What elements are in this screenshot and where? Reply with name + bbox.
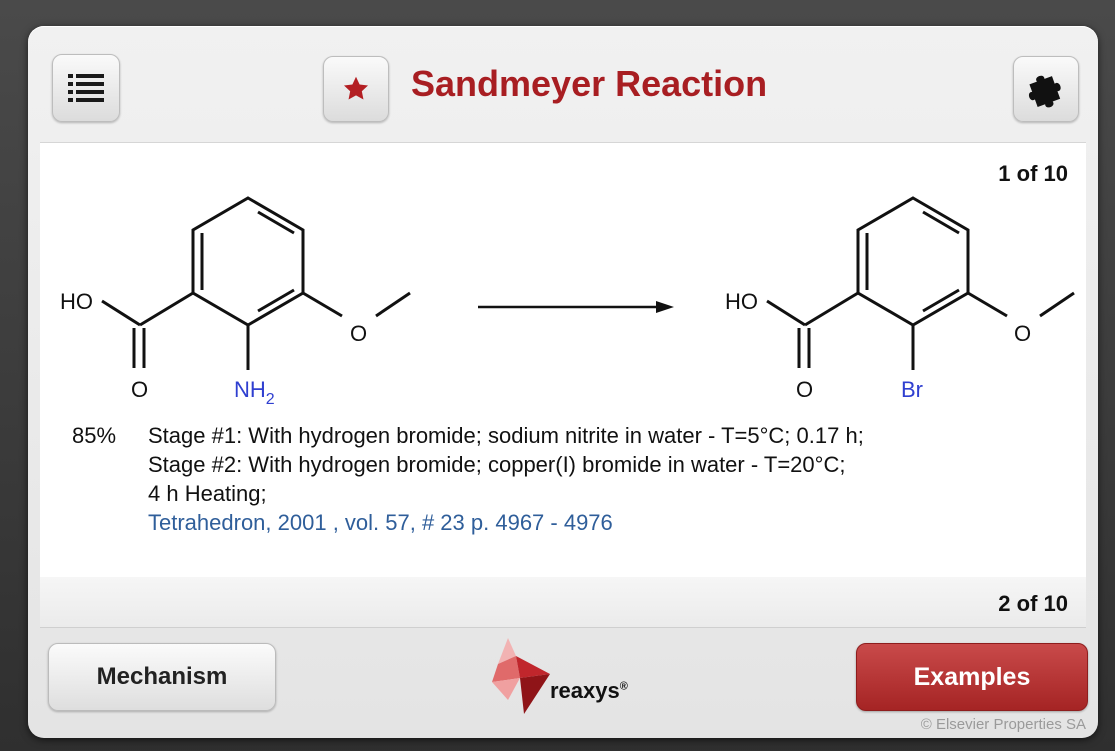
reaction-arrow bbox=[478, 301, 674, 313]
list-icon bbox=[68, 74, 104, 102]
product-ho-label: HO bbox=[725, 289, 758, 314]
reaction-card: Sandmeyer Reaction 1 of 10 bbox=[28, 26, 1098, 738]
product-carbonyl-o-label: O bbox=[796, 377, 813, 402]
amine-text: NH bbox=[234, 377, 266, 402]
result-counter: 1 of 10 bbox=[998, 161, 1068, 186]
reactant-ho-label: HO bbox=[60, 289, 93, 314]
menu-button[interactable] bbox=[52, 54, 120, 122]
stage-2-text: Stage #2: With hydrogen bromide; copper(… bbox=[148, 452, 846, 477]
examples-button[interactable]: Examples bbox=[856, 643, 1088, 711]
reactant-carbonyl-o-label: O bbox=[131, 377, 148, 402]
star-icon bbox=[343, 76, 369, 100]
citation-link[interactable]: Tetrahedron, 2001 , vol. 57, # 23 p. 496… bbox=[148, 510, 613, 535]
reaxys-wordmark: reaxys bbox=[550, 678, 620, 703]
reaction-scheme: HO O O NH2 bbox=[60, 196, 1075, 408]
amine-subscript: 2 bbox=[266, 391, 275, 408]
copyright-text: © Elsevier Properties SA bbox=[920, 716, 1086, 733]
reaction-panel[interactable]: 1 of 10 HO O O bbox=[40, 142, 1086, 578]
product-structure bbox=[766, 196, 1075, 370]
stage-2-continued-text: 4 h Heating; bbox=[148, 481, 267, 506]
reaxys-logo-text: reaxys® bbox=[550, 678, 628, 704]
mechanism-button[interactable]: Mechanism bbox=[48, 643, 276, 711]
next-result-counter: 2 of 10 bbox=[998, 591, 1068, 616]
puzzle-button[interactable] bbox=[1013, 56, 1079, 122]
favorite-button[interactable] bbox=[323, 56, 389, 122]
product-methoxy-o-label: O bbox=[1014, 321, 1031, 346]
reaxys-logo-icon bbox=[492, 638, 550, 714]
next-result-row[interactable]: 2 of 10 bbox=[40, 577, 1086, 628]
page-title: Sandmeyer Reaction bbox=[411, 63, 768, 104]
reaction-stages: Stage #1: With hydrogen bromide; sodium … bbox=[148, 421, 1078, 537]
stage-1-text: Stage #1: With hydrogen bromide; sodium … bbox=[148, 423, 864, 448]
registered-mark: ® bbox=[619, 680, 628, 693]
reaction-yield: 85% bbox=[72, 423, 117, 448]
product-bromine-label: Br bbox=[901, 377, 923, 402]
reactant-structure bbox=[101, 196, 411, 370]
reactant-amine-label: NH2 bbox=[234, 377, 275, 408]
reactant-methoxy-o-label: O bbox=[350, 321, 367, 346]
puzzle-icon bbox=[1028, 75, 1061, 108]
